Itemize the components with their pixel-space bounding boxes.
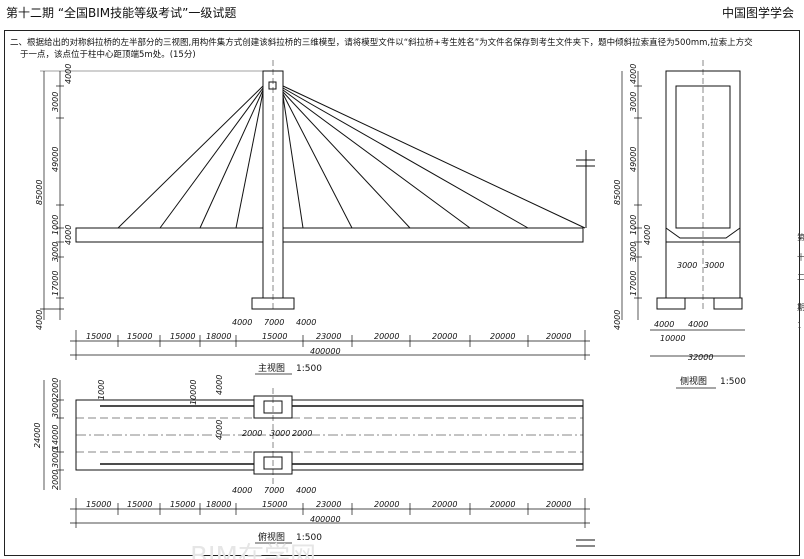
plan-inner-0: 1000 <box>97 380 106 400</box>
front-span-7: 20000 <box>432 332 457 341</box>
side-foundation-right <box>713 297 743 310</box>
front-left-dim-lines <box>40 70 263 320</box>
front-view <box>75 60 595 312</box>
front-dim-v-5: 4000 <box>64 225 73 245</box>
side-dim-v-6: 3000 <box>629 242 638 262</box>
plan-view <box>75 388 595 547</box>
front-total: 400000 <box>310 347 341 356</box>
front-span-2: 15000 <box>170 332 195 341</box>
plan-top-dim-2: 4000 <box>296 486 316 495</box>
plan-span-2: 15000 <box>170 500 195 509</box>
plan-span-0: 15000 <box>86 500 111 509</box>
plan-span-8: 20000 <box>490 500 515 509</box>
front-top-dim-1: 7000 <box>264 318 284 327</box>
side-dim-v-0: 4000 <box>629 64 638 84</box>
side-scale: 1:500 <box>720 377 746 387</box>
front-scale: 1:500 <box>296 364 322 374</box>
plan-span-9: 20000 <box>546 500 571 509</box>
plan-span-dim-lines <box>70 498 590 528</box>
plan-caption: 俯视图 <box>258 531 285 543</box>
plan-dim-v-1: 3000 <box>51 398 60 418</box>
margin-text: 第 十 二 期 1 <box>797 232 804 330</box>
front-span-9: 20000 <box>546 332 571 341</box>
side-left-dim-lines <box>621 71 745 357</box>
side-dim-v-2: 49000 <box>629 147 638 172</box>
front-dim-v-6: 3000 <box>51 242 60 262</box>
drawing-frame <box>4 30 800 556</box>
plan-top-dim-1: 7000 <box>264 486 284 495</box>
side-bottom-0: 4000 <box>654 320 674 329</box>
side-dim-v-8: 4000 <box>613 310 622 330</box>
plan-dim-v-4: 2000 <box>51 470 60 490</box>
svg-text:第: 第 <box>797 232 804 242</box>
plan-span-1: 15000 <box>127 500 152 509</box>
side-dim-v-4: 1000 <box>629 215 638 235</box>
header-org: 中国图学学会 <box>721 6 794 20</box>
front-span-6: 20000 <box>374 332 399 341</box>
plan-span-3: 18000 <box>206 500 231 509</box>
front-dim-v-4: 1000 <box>51 215 60 235</box>
cables <box>117 85 586 229</box>
svg-text:期: 期 <box>797 303 804 312</box>
svg-text:二: 二 <box>797 273 804 282</box>
side-bottom-2: 10000 <box>660 334 685 343</box>
front-span-0: 15000 <box>86 332 111 341</box>
plan-span-4: 15000 <box>262 500 287 509</box>
side-bottom-3: 32000 <box>688 353 713 362</box>
watermark: BIM在学网 <box>190 542 316 559</box>
front-dim-v-1: 3000 <box>51 92 60 112</box>
plan-inner-4: 2000 <box>242 429 262 438</box>
plan-span-5: 23000 <box>316 500 341 509</box>
plan-inner-2: 4000 <box>215 375 224 395</box>
deck <box>75 227 584 243</box>
plan-inner-1: 10000 <box>189 380 198 405</box>
front-span-3: 18000 <box>206 332 231 341</box>
side-view <box>656 60 743 312</box>
plan-dim-v-0: 2000 <box>51 378 60 398</box>
plan-span-6: 20000 <box>374 500 399 509</box>
front-dim-v-0: 4000 <box>64 64 73 84</box>
svg-text:十: 十 <box>797 252 804 262</box>
side-inner-1: 3000 <box>704 261 724 270</box>
front-span-8: 20000 <box>490 332 515 341</box>
side-dim-v-7: 17000 <box>629 271 638 296</box>
plan-total: 400000 <box>310 515 341 524</box>
front-span-dim-lines <box>70 330 590 360</box>
front-dim-v-3: 85000 <box>35 180 44 205</box>
plan-left-dim-lines <box>43 380 64 490</box>
front-top-dim-0: 4000 <box>232 318 252 327</box>
side-dim-v-5: 4000 <box>643 225 652 245</box>
question-line-2: 于一点，该点位于柱中心距顶端5m处。(15分) <box>20 50 196 60</box>
question-line-1: 二、根据给出的对称斜拉桥的左半部分的三视图,用构件集方式创建该斜拉桥的三维模型，… <box>10 38 753 48</box>
plan-dim-v-5: 24000 <box>33 423 42 448</box>
front-dim-v-7: 17000 <box>51 271 60 296</box>
header-title: 第十二期 “全国BIM技能等级考试”一级试题 <box>6 6 237 20</box>
plan-span-7: 20000 <box>432 500 457 509</box>
front-span-4: 15000 <box>262 332 287 341</box>
cable-anchor <box>268 81 277 90</box>
front-dim-v-8: 4000 <box>35 310 44 330</box>
plan-inner-3: 4000 <box>215 420 224 440</box>
plan-top-dim-0: 4000 <box>232 486 252 495</box>
plan-dim-v-2: 14000 <box>51 425 60 450</box>
front-dim-v-2: 49000 <box>51 147 60 172</box>
plan-inner-5: 3000 <box>270 429 290 438</box>
side-bottom-1: 4000 <box>688 320 708 329</box>
front-caption: 主视图 <box>258 362 285 374</box>
plan-scale: 1:500 <box>296 533 322 543</box>
front-span-1: 15000 <box>127 332 152 341</box>
side-inner-0: 3000 <box>677 261 697 270</box>
svg-text:1: 1 <box>797 321 802 330</box>
side-foundation-left <box>656 297 686 310</box>
plan-inner-6: 2000 <box>292 429 312 438</box>
plan-dim-v-3: 3000 <box>51 448 60 468</box>
side-dim-v-1: 3000 <box>629 92 638 112</box>
side-dim-v-3: 85000 <box>613 180 622 205</box>
side-caption: 侧视图 <box>680 375 707 387</box>
front-top-dim-2: 4000 <box>296 318 316 327</box>
front-span-5: 23000 <box>316 332 341 341</box>
